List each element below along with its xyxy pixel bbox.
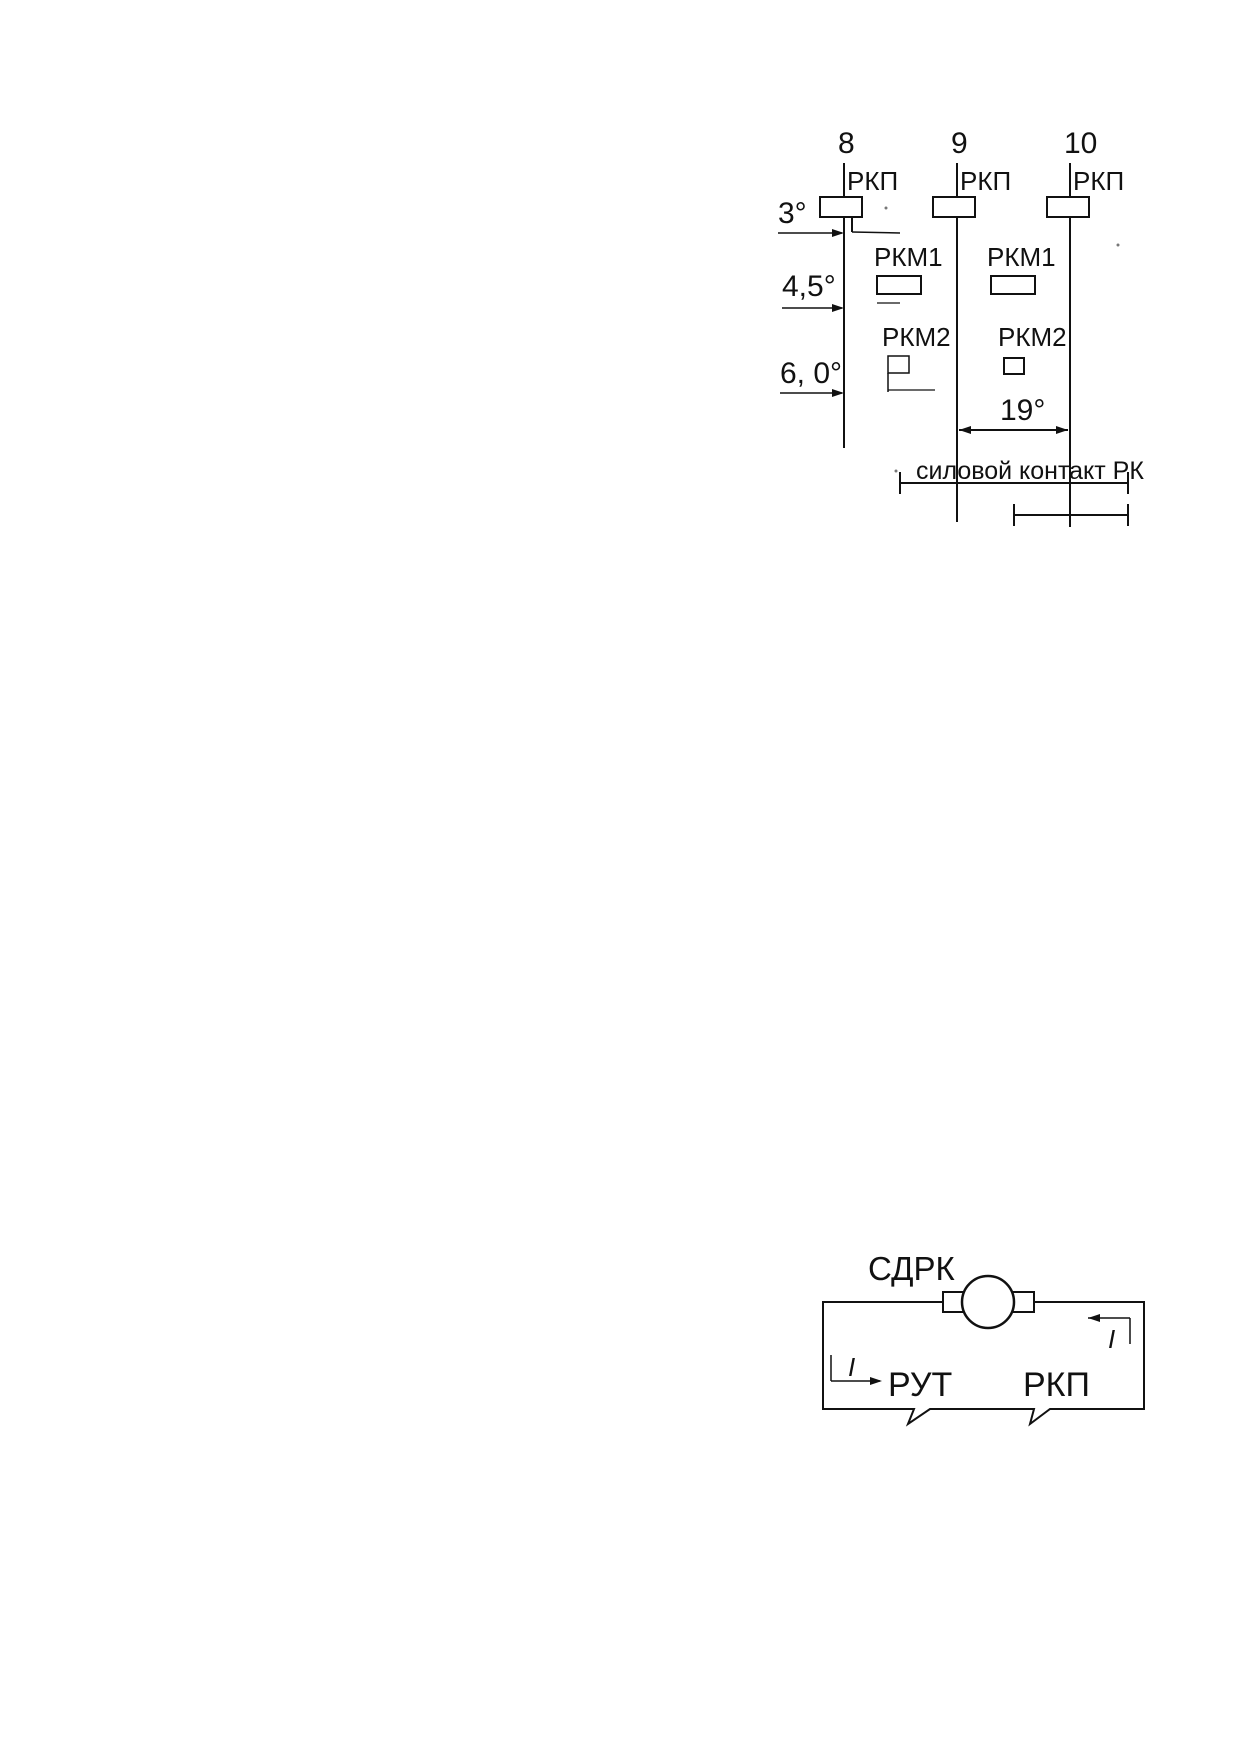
span-arrowhead-right (1056, 426, 1068, 434)
rkm1-label-8: РКМ1 (874, 242, 943, 272)
rkp-box-9 (932, 196, 976, 218)
rkp-label-9: РКП (960, 166, 1011, 196)
rkp-label-10: РКП (1073, 166, 1124, 196)
rkm1-box-9 (990, 275, 1036, 295)
position-10: 10 (1064, 127, 1097, 160)
motor-label: СДРК (868, 1250, 955, 1287)
current-label-left: I (848, 1352, 855, 1382)
current-arrow-right-head (1088, 1314, 1100, 1322)
rkm2-label-9: РКМ2 (998, 322, 1067, 352)
scan-speck-2 (1116, 243, 1120, 247)
power-contact-label: силовой контакт РК (916, 457, 1144, 485)
motor-circuit: СДРК I I РУТ РКП (822, 1250, 1145, 1427)
position-9: 9 (951, 127, 968, 160)
rkp-box-8 (819, 196, 863, 218)
angle-arrowhead-3 (832, 229, 844, 237)
span-angle-label: 19° (1000, 394, 1045, 427)
motor-armature (960, 1274, 1016, 1330)
angle-label-4-5: 4,5° (782, 270, 836, 303)
motor-brush-right (1011, 1291, 1035, 1313)
rkm2-box-9 (1003, 357, 1025, 375)
rkm1-box-8 (876, 275, 922, 295)
rut-label: РУТ (888, 1366, 952, 1404)
current-arrow-left-head (870, 1377, 882, 1385)
span-arrowhead-left (959, 426, 971, 434)
rkm2-label-8: РКМ2 (882, 322, 951, 352)
angle-label-3: 3° (778, 197, 807, 230)
timing-diagram: 8 9 10 РКП РКП РКП 3° 4,5° 6, 0° РКМ1 РК… (778, 127, 1144, 527)
rkp-label-8: РКП (847, 166, 898, 196)
current-label-right: I (1108, 1324, 1115, 1354)
scan-speck-3 (894, 469, 898, 473)
rkp-hold-arrow-8 (851, 231, 901, 234)
angle-label-6: 6, 0° (780, 357, 842, 390)
rkm2-box-8 (887, 355, 910, 374)
circuit-loop (822, 1301, 1145, 1427)
rkm1-label-9: РКМ1 (987, 242, 1056, 272)
position-8: 8 (838, 127, 855, 160)
angle-arrowhead-6 (832, 389, 844, 397)
scan-speck-1 (884, 206, 888, 210)
rkp-contact-label: РКП (1023, 1366, 1090, 1404)
rkp-box-10 (1046, 196, 1090, 218)
angle-arrowhead-4-5 (832, 304, 844, 312)
